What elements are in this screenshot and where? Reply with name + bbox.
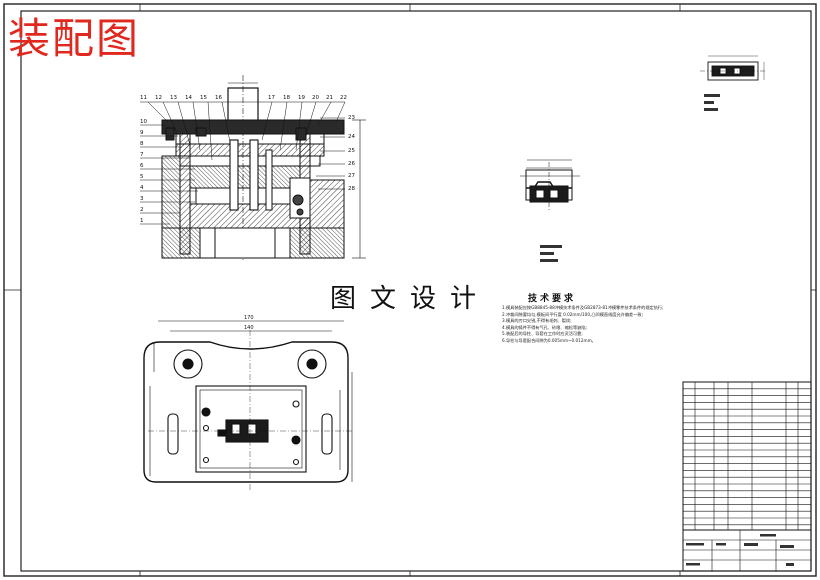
drawing-title: 装配图	[8, 14, 141, 63]
callout-left-0: 10	[140, 119, 147, 125]
callout-left-9: 1	[140, 218, 144, 224]
center-caption: 图文设计	[330, 284, 491, 314]
callout-right-0: 23	[348, 115, 355, 121]
part-callouts: 11 12 13 14 15 16 17 18 19 20 21 22 10 9…	[140, 95, 355, 224]
tech-note: 3.模具的刃口尖锐,不得有毛刺、裂纹;	[502, 318, 572, 324]
title-block	[682, 381, 812, 572]
callout-top-8: 19	[298, 95, 305, 101]
callout-top-11: 22	[340, 95, 347, 101]
callout-top-0: 11	[140, 95, 147, 101]
callout-left-1: 9	[140, 130, 144, 136]
callout-right-5: 28	[348, 186, 355, 192]
callout-right-4: 27	[348, 173, 355, 179]
callout-top-6: 17	[268, 95, 275, 101]
tech-note: 2.冲裁间隙要均匀,模板间平行度 0.02mm/100,凸凹模直线度允许偏差一致…	[502, 311, 643, 317]
callout-top-9: 20	[312, 95, 319, 101]
plan-view	[143, 320, 353, 490]
callout-left-2: 8	[140, 141, 144, 147]
tech-note: 6.导柱与导套配合间隙为0.005mm~0.012mm。	[502, 337, 596, 343]
strip-notes	[540, 245, 562, 262]
dim-overall-width: 170	[244, 315, 254, 321]
title-block-cell-marks	[686, 534, 794, 566]
callout-left-6: 4	[140, 185, 144, 191]
dim-inner-width: 140	[244, 325, 254, 331]
callout-right-1: 24	[348, 134, 355, 140]
callout-top-1: 12	[155, 95, 162, 101]
callout-top-4: 15	[200, 95, 207, 101]
tech-requirements-heading: 技术要求	[528, 294, 577, 304]
strip-layout-view	[520, 159, 580, 210]
callout-top-7: 18	[283, 95, 290, 101]
front-section-view	[140, 75, 366, 260]
callout-right-2: 25	[348, 148, 355, 154]
callout-left-7: 3	[140, 196, 144, 202]
part-detail-view	[700, 55, 766, 81]
tech-note: 4.模具的铸件不得有气孔、砂眼、缩松等缺陷;	[502, 324, 587, 330]
callout-top-5: 16	[215, 95, 222, 101]
callout-top-3: 14	[185, 95, 192, 101]
callout-left-3: 7	[140, 152, 144, 158]
part-detail-notes	[704, 94, 720, 111]
callout-left-5: 5	[140, 174, 144, 180]
callout-left-8: 2	[140, 207, 144, 213]
callout-right-3: 26	[348, 161, 355, 167]
callout-left-4: 6	[140, 163, 144, 169]
plan-dimensions: 170 140	[244, 315, 254, 331]
tech-requirements-list: 1.模具装配应按GB8845-88冲模技术条件及GB2873-81冲模零件技术条…	[502, 305, 712, 345]
tech-note: 1.模具装配应按GB8845-88冲模技术条件及GB2873-81冲模零件技术条…	[502, 305, 664, 310]
tech-note: 5.装配后的导柱、导套在工作时应灵活可靠;	[502, 331, 583, 337]
callout-top-2: 13	[170, 95, 177, 101]
callout-top-10: 21	[326, 95, 333, 101]
